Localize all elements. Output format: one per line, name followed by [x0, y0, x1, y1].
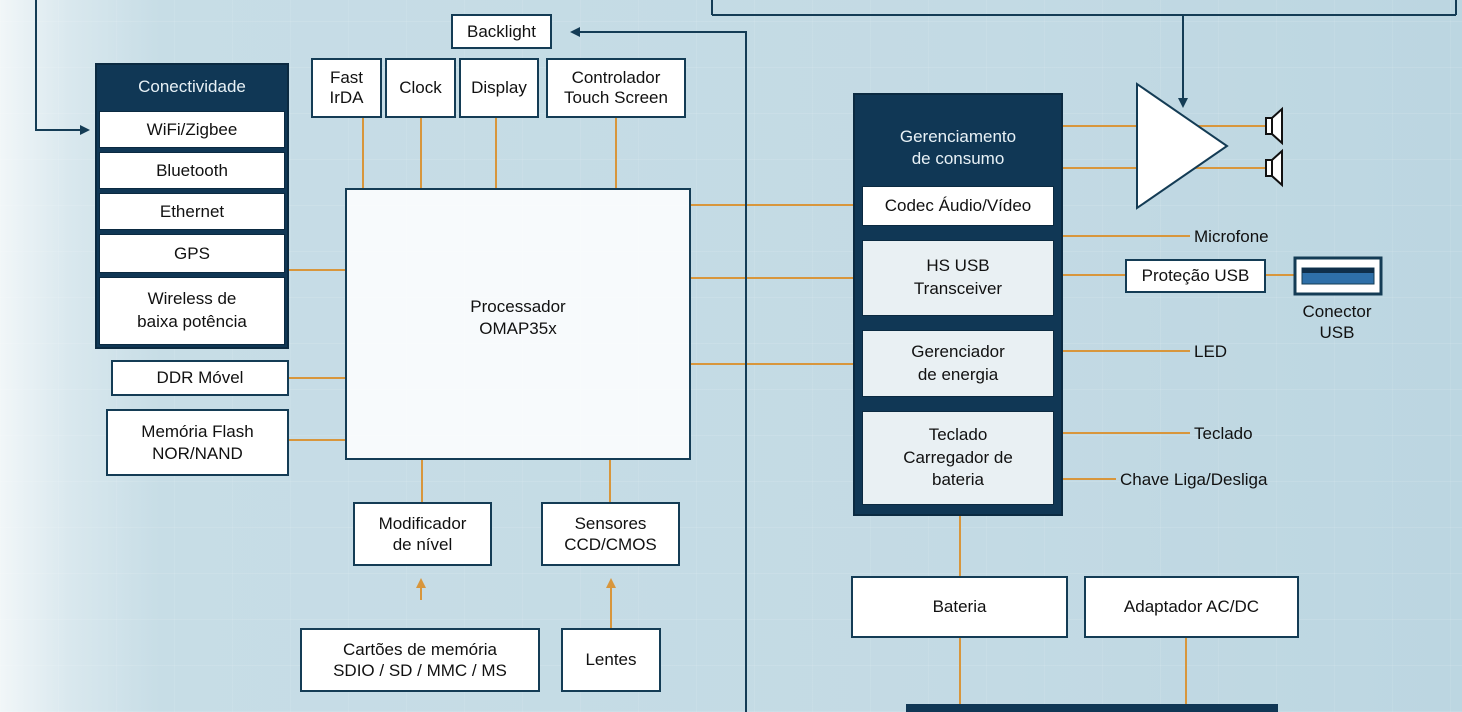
level-shifter-box: Modificador de nível	[353, 502, 492, 566]
display-box: Display	[459, 58, 539, 118]
sensors-box: Sensores CCD/CMOS	[541, 502, 680, 566]
processor-label: Processador OMAP35x	[470, 297, 566, 339]
usb-protection-box: Proteção USB	[1125, 259, 1266, 293]
backlight-box: Backlight	[451, 14, 552, 49]
led-label: LED	[1194, 342, 1228, 361]
connectivity-item-gps: GPS	[99, 234, 285, 273]
processor-box: Processador OMAP35x	[345, 188, 691, 460]
arrow-to-backlight	[570, 27, 747, 712]
power-management-title: Gerenciamento de consumo	[899, 127, 1017, 169]
usb-connector-icon	[1293, 256, 1383, 296]
connectivity-title: Conectividade	[138, 77, 246, 96]
microphone-label: Microfone	[1194, 227, 1269, 246]
power-switch-label: Chave Liga/Desliga	[1120, 470, 1268, 489]
energy-manager-box: Gerenciador de energia	[862, 330, 1054, 397]
usb-connector-label: Conector USB	[1302, 302, 1372, 343]
clock-box: Clock	[385, 58, 456, 118]
ddr-memory-box: DDR Móvel	[111, 360, 289, 396]
connectivity-item-bluetooth: Bluetooth	[99, 152, 285, 189]
connectivity-item-ethernet: Ethernet	[99, 193, 285, 230]
bottom-bar	[906, 704, 1278, 712]
arrow-to-connectivity	[35, 0, 90, 135]
codec-box: Codec Áudio/Vídeo	[862, 186, 1054, 226]
memory-cards-box: Cartões de memória SDIO / SD / MMC / MS	[300, 628, 540, 692]
keyboard-charger-box: Teclado Carregador de bateria	[862, 411, 1054, 505]
connectivity-item-low-power-wireless: Wireless de baixa potência	[99, 277, 285, 345]
flash-memory-box: Memória Flash NOR/NAND	[106, 409, 289, 476]
connectivity-item-wifi: WiFi/Zigbee	[99, 111, 285, 148]
ac-dc-adapter-box: Adaptador AC/DC	[1084, 576, 1299, 638]
keyboard-label: Teclado	[1194, 424, 1253, 443]
fast-irda-box: Fast IrDA	[311, 58, 382, 118]
lenses-box: Lentes	[561, 628, 661, 692]
amplifier-icon	[1136, 82, 1229, 210]
battery-box: Bateria	[851, 576, 1068, 638]
hs-usb-transceiver-box: HS USB Transceiver	[862, 240, 1054, 316]
touch-controller-box: Controlador Touch Screen	[546, 58, 686, 118]
